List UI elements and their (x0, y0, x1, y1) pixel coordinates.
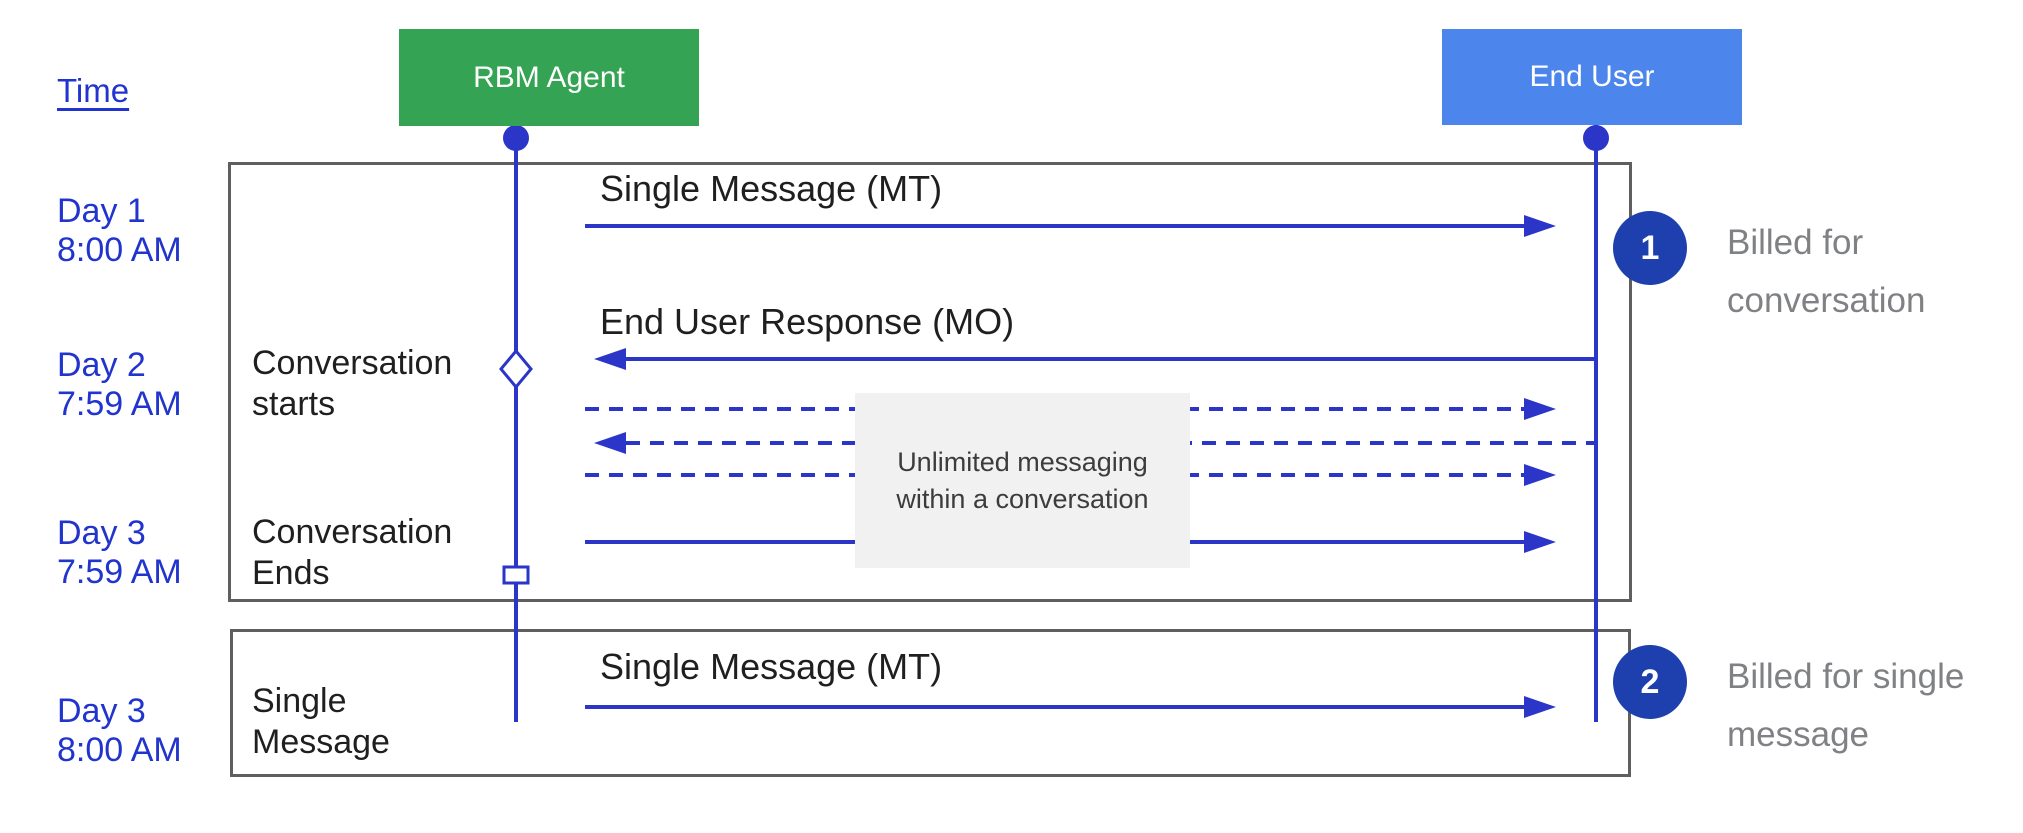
message-label-mt-2: Single Message (MT) (600, 646, 943, 687)
time-tick-day3-800: Day 3 8:00 AM (57, 692, 182, 769)
unlimited-messaging-note: Unlimited messaging within a conversatio… (855, 393, 1190, 568)
message-label-mt-1: Single Message (MT) (600, 168, 943, 209)
time-tick-day3-759: Day 3 7:59 AM (57, 514, 182, 591)
actor-rbm-agent-label: RBM Agent (473, 60, 625, 94)
actor-rbm-agent: RBM Agent (399, 29, 699, 126)
time-tick-day2: Day 2 7:59 AM (57, 346, 182, 423)
time-tick-day1: Day 1 8:00 AM (57, 192, 182, 269)
billing-badge-2-number: 2 (1640, 662, 1660, 701)
actor-end-user: End User (1442, 29, 1742, 125)
milestone-conversation-ends: Conversation Ends (252, 513, 453, 592)
message-label-mo: End User Response (MO) (600, 301, 1015, 342)
milestone-single-message: Single Message (252, 682, 390, 761)
milestone-conversation-starts: Conversation starts (252, 344, 453, 423)
actor-end-user-label: End User (1529, 60, 1655, 93)
billing-badge-1: 1 (1613, 211, 1687, 285)
billed-for-single-message-label: Billed for single message (1727, 657, 1965, 754)
conversation-group-frame (228, 162, 1632, 602)
time-axis-title: Time (57, 72, 130, 109)
lifeline-dot-rbm-agent (503, 125, 529, 151)
billed-for-conversation-label: Billed for conversation (1727, 223, 1926, 320)
billing-badge-1-number: 1 (1640, 228, 1660, 267)
lifeline-dot-end-user (1583, 125, 1609, 151)
billing-badge-2: 2 (1613, 645, 1687, 719)
